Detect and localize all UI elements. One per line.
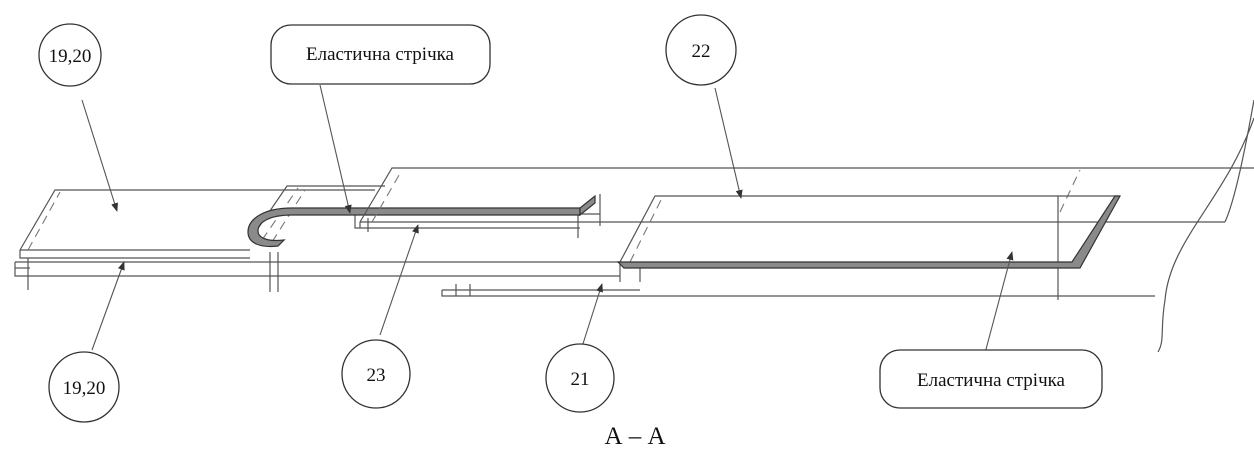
callout-23: 23 xyxy=(341,339,411,409)
callout-19-20-top-label: 19,20 xyxy=(49,46,92,67)
callout-21: 21 xyxy=(545,343,615,413)
callout-19-20-bottom-label: 19,20 xyxy=(63,378,106,399)
leader-lines xyxy=(81,84,1014,354)
callout-23-label: 23 xyxy=(367,365,386,386)
strap-19-20-lower xyxy=(14,252,620,292)
section-label: А – А xyxy=(604,423,665,450)
callout-22-label: 22 xyxy=(692,41,711,62)
callout-elastic-top: Еластична стрічка xyxy=(270,24,491,85)
strap-19-20-upper xyxy=(19,189,375,290)
break-line xyxy=(1157,117,1254,353)
callout-19-20-top: 19,20 xyxy=(38,23,102,87)
callout-elastic-top-label: Еластична стрічка xyxy=(306,44,455,65)
callout-19-20-bottom: 19,20 xyxy=(48,351,120,423)
callout-elastic-bottom: Еластична стрічка xyxy=(879,349,1103,409)
callout-21-label: 21 xyxy=(571,369,590,390)
elastic-tape-lower xyxy=(616,195,1122,269)
strap-right xyxy=(619,195,1120,300)
callout-22: 22 xyxy=(665,14,737,86)
strap-22 xyxy=(359,99,1254,228)
callout-elastic-bottom-label: Еластична стрічка xyxy=(917,370,1066,391)
plate-21 xyxy=(441,284,1155,297)
elastic-tape-upper xyxy=(247,207,581,248)
